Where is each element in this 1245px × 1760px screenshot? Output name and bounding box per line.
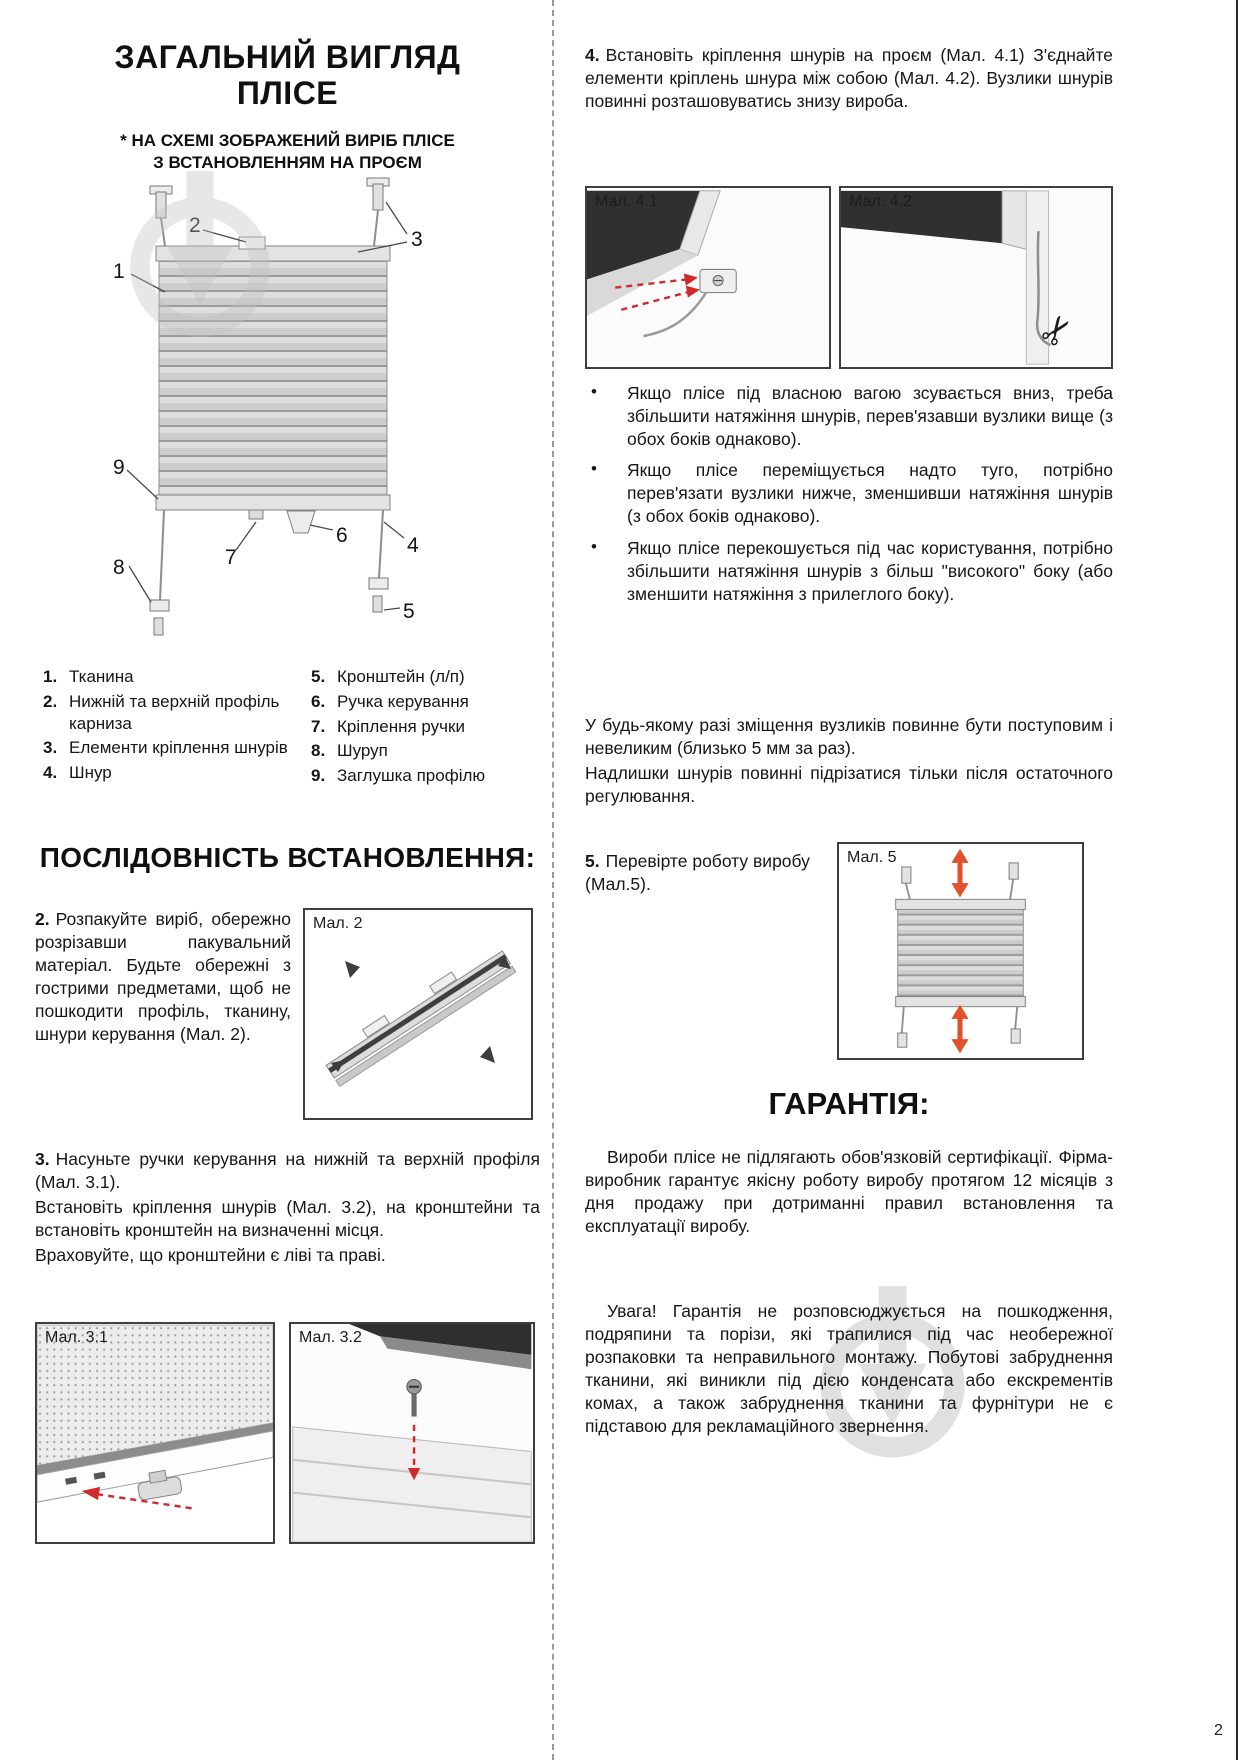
adjustment-bullet-list: •Якщо плісе під власною вагою зсувається… (585, 382, 1113, 614)
figure-2-label: Мал. 2 (313, 915, 363, 932)
legend-column-2: 5.Кронштейн (л/п) 6.Ручка керування 7.Кр… (311, 666, 537, 790)
figures-4-row: Мал. 4.1 (585, 186, 1113, 369)
note-line1: У будь-якому разі зміщення вузликів пови… (585, 715, 1113, 759)
warranty-paragraph-2: Увага! Гарантія не розповсюджується на п… (585, 1301, 1113, 1437)
warranty-title: ГАРАНТІЯ: (768, 1086, 930, 1121)
step-4-paragraph: 4.Встановіть кріплення шнурів на проєм (… (585, 44, 1113, 113)
step-3-number: 3. (35, 1149, 50, 1169)
adjustment-note: У будь-якому разі зміщення вузликів пови… (585, 714, 1113, 810)
step-3-line2: Встановіть кріплення шнурів (Мал. 3.2), … (35, 1197, 540, 1241)
page-number: 2 (1214, 1722, 1223, 1739)
step-4-number: 4. (585, 45, 600, 65)
bullet-item: •Якщо плісе перекошується під час корист… (585, 537, 1113, 606)
step-3-line1: 3.Насуньте ручки керування на нижній та … (35, 1149, 540, 1193)
column-divider (552, 0, 554, 1760)
figure-4-2-label: Мал. 4.2 (849, 193, 912, 210)
legend-column-1: 1.Тканина 2.Нижній та верхній профіль ка… (43, 666, 311, 790)
handle-install-diagram (37, 1324, 273, 1510)
screw-install-diagram (292, 1324, 532, 1542)
right-column: 4.Встановіть кріплення шнурів на проєм (… (585, 0, 1113, 1760)
step-4-text: Встановіть кріплення шнурів на проєм (Ма… (585, 45, 1113, 112)
note-line2: Надлишки шнурів повинні підрізатися тіль… (585, 763, 1113, 807)
figure-4-1-label: Мал. 4.1 (595, 193, 658, 210)
cord-trim-diagram: ✂ (841, 190, 1111, 365)
step-5-number: 5. (585, 851, 600, 871)
installation-section-title: ПОСЛІДОВНІСТЬ ВСТАНОВЛЕННЯ: (39, 842, 536, 873)
legend-item: 4.Шнур (43, 763, 112, 782)
bullet-dot: • (591, 382, 597, 401)
figure-5-label: Мал. 5 (847, 849, 897, 866)
diagram-legend: 1.Тканина 2.Нижній та верхній профіль ка… (43, 666, 537, 790)
legend-item: 5.Кронштейн (л/п) (311, 667, 465, 686)
legend-item: 8.Шуруп (311, 741, 388, 761)
page-edge-line (1236, 0, 1238, 1760)
legend-item: 1.Тканина (43, 667, 134, 686)
figure-3-1-label: Мал. 3.1 (45, 1329, 108, 1346)
legend-item: 9.Заглушка профілю (311, 766, 486, 785)
figure-2: Мал. 2 (303, 908, 533, 1120)
step-3-paragraph: 3.Насуньте ручки керування на нижній та … (35, 1148, 540, 1269)
diagram-callout-1: 1 (113, 260, 125, 283)
page-subtitle-line2: З ВСТАНОВЛЕННЯМ НА ПРОЄМ (153, 153, 422, 173)
step-2-row: 2.Розпакуйте виріб, обережно розрізавши … (35, 908, 540, 1120)
legend-item: 3.Елементи кріплення шнурів (43, 738, 288, 758)
bullet-item: •Якщо плісе переміщується надто туго, по… (585, 459, 1113, 528)
cord-fastener-diagram (587, 190, 829, 365)
diagram-callout-4: 4 (407, 534, 419, 557)
step-5-paragraph: 5.Перевірте роботу виробу (Мал.5). (585, 850, 825, 896)
page-subtitle-line1: * НА СХЕМІ ЗОБРАЖЕНИЙ ВИРІБ ПЛІСЕ (120, 131, 455, 150)
step-5-text: Перевірте роботу виробу (Мал.5). (585, 851, 810, 895)
figure-3-2: Мал. 3.2 (289, 1322, 535, 1544)
diagram-callout-5: 5 (403, 600, 415, 623)
diagram-callout-6: 6 (336, 524, 348, 547)
step-2-paragraph: 2.Розпакуйте виріб, обережно розрізавши … (35, 908, 291, 1120)
diagram-callout-2: 2 (189, 214, 201, 237)
warranty-paragraph-1: Вироби плісе не підлягають обов'язковій … (585, 1147, 1113, 1237)
left-column: ЗАГАЛЬНИЙ ВИГЛЯД ПЛІСЕ * НА СХЕМІ ЗОБРАЖ… (35, 0, 540, 1760)
step-2-number: 2. (35, 909, 50, 929)
page-subtitle: * НА СХЕМІ ЗОБРАЖЕНИЙ ВИРІБ ПЛІСЕ З ВСТА… (35, 130, 540, 174)
figure-4-2: Мал. 4.2 ✂ (839, 186, 1113, 369)
diagram-callout-9: 9 (113, 456, 125, 479)
bullet-dot: • (591, 459, 597, 479)
profile-exploded-diagram (325, 950, 517, 1087)
figure-5: Мал. 5 (837, 842, 1084, 1060)
diagram-callout-7: 7 (225, 546, 237, 569)
legend-item: 6.Ручка керування (311, 691, 469, 711)
bullet-dot: • (591, 536, 597, 556)
figure-3-2-label: Мал. 3.2 (299, 1329, 362, 1346)
legend-item: 7.Кріплення ручки (311, 716, 465, 736)
plisse-overview-diagram: 1 2 3 9 7 6 4 8 5 (53, 172, 523, 652)
page-title-line1: ЗАГАЛЬНИЙ ВИГЛЯД (114, 39, 461, 75)
step-3-line3: Враховуйте, що кронштейни є ліві та прав… (35, 1245, 386, 1266)
page-title-line2: ПЛІСЕ (236, 74, 339, 111)
page-title: ЗАГАЛЬНИЙ ВИГЛЯД ПЛІСЕ (35, 39, 540, 112)
step-2-text: Розпакуйте виріб, обережно розрізавши па… (35, 909, 291, 1045)
diagram-callout-3: 3 (411, 228, 423, 251)
bullet-item: •Якщо плісе під власною вагою зсувається… (585, 382, 1113, 451)
diagram-callout-8: 8 (113, 556, 125, 579)
figure-4-1: Мал. 4.1 (585, 186, 831, 369)
figure-3-1: Мал. 3.1 (35, 1322, 275, 1544)
legend-item: 2.Нижній та верхній профіль карниза (43, 691, 280, 733)
figures-3-row: Мал. 3.1 (35, 1322, 540, 1544)
check-operation-diagram (895, 848, 1026, 1054)
movement-arrows-icon (951, 848, 969, 1054)
